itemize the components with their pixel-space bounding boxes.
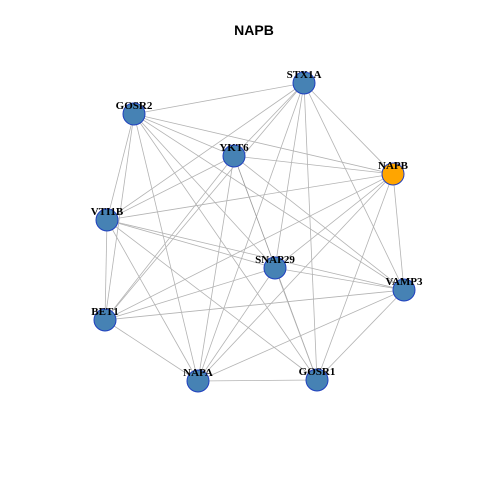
- edge-stx1a-gosr2: [133, 82, 305, 115]
- edge-snap29-napa: [197, 267, 276, 382]
- node-napa: NAPA: [183, 367, 213, 393]
- edge-napb-gosr1: [316, 173, 394, 381]
- node-snap29: SNAP29: [255, 254, 295, 280]
- node-circle-bet1: [93, 308, 117, 332]
- edge-vti1b-bet1: [104, 219, 108, 321]
- edge-gosr2-napb: [133, 113, 394, 175]
- node-label-bet1: BET1: [91, 306, 119, 318]
- edge-gosr2-snap29: [133, 113, 276, 269]
- edge-bet1-napa: [104, 319, 199, 382]
- node-bet1: BET1: [91, 306, 119, 332]
- edge-stx1a-gosr1: [303, 82, 318, 381]
- node-gosr1: GOSR1: [299, 366, 336, 392]
- edge-ykt6-vti1b: [106, 155, 235, 221]
- edge-gosr2-vti1b: [106, 113, 135, 221]
- node-circle-napb: [381, 162, 405, 186]
- node-circle-vamp3: [392, 278, 416, 302]
- edge-vamp3-bet1: [104, 289, 405, 321]
- edge-gosr2-napa: [133, 113, 199, 382]
- edge-snap29-bet1: [104, 267, 276, 321]
- diagram-title: NAPB: [234, 22, 274, 38]
- node-circle-napa: [186, 369, 210, 393]
- node-circle-gosr1: [305, 368, 329, 392]
- edge-vti1b-gosr1: [106, 219, 318, 381]
- edge-gosr2-vamp3: [133, 113, 405, 291]
- edge-stx1a-bet1: [104, 82, 305, 321]
- edge-stx1a-ykt6: [233, 82, 305, 157]
- node-ykt6: YKT6: [219, 142, 249, 168]
- node-circle-snap29: [263, 256, 287, 280]
- node-label-vamp3: VAMP3: [385, 276, 423, 288]
- edge-gosr2-gosr1: [133, 113, 318, 381]
- edge-napa-gosr1: [197, 379, 318, 382]
- node-vamp3: VAMP3: [385, 276, 423, 302]
- edge-stx1a-snap29: [274, 82, 305, 269]
- edge-ykt6-napa: [197, 155, 235, 382]
- edge-napb-snap29: [274, 173, 394, 269]
- edge-napb-bet1: [104, 173, 394, 321]
- node-vti1b: VTI1B: [91, 206, 124, 232]
- node-gosr2: GOSR2: [116, 100, 153, 126]
- node-napb: NAPB: [378, 160, 409, 186]
- edge-vti1b-napa: [106, 219, 199, 382]
- node-label-stx1a: STX1A: [287, 69, 322, 81]
- edge-napb-napa: [197, 173, 394, 382]
- node-circle-vti1b: [95, 208, 119, 232]
- node-label-napb: NAPB: [378, 160, 409, 172]
- edge-gosr2-bet1: [104, 113, 135, 321]
- node-label-ykt6: YKT6: [219, 142, 249, 154]
- node-circle-ykt6: [222, 144, 246, 168]
- edge-gosr2-ykt6: [133, 113, 235, 157]
- edge-stx1a-vti1b: [106, 82, 305, 221]
- edge-snap29-gosr1: [274, 267, 318, 381]
- node-label-gosr2: GOSR2: [116, 100, 153, 112]
- edges-layer: [104, 82, 405, 382]
- node-label-napa: NAPA: [183, 367, 213, 379]
- edge-stx1a-vamp3: [303, 82, 405, 291]
- edge-napb-vamp3: [392, 173, 405, 291]
- edge-ykt6-vamp3: [233, 155, 405, 291]
- edge-vti1b-vamp3: [106, 219, 405, 291]
- edge-stx1a-napb: [303, 82, 394, 175]
- edge-napb-vti1b: [106, 173, 394, 221]
- node-label-vti1b: VTI1B: [91, 206, 124, 218]
- node-label-snap29: SNAP29: [255, 254, 295, 266]
- edge-stx1a-napa: [197, 82, 305, 382]
- node-label-gosr1: GOSR1: [299, 366, 336, 378]
- edge-ykt6-napb: [233, 155, 394, 175]
- node-circle-stx1a: [292, 71, 316, 95]
- edge-vamp3-napa: [197, 289, 405, 382]
- node-circle-gosr2: [122, 102, 146, 126]
- edge-vti1b-snap29: [106, 219, 276, 269]
- edge-snap29-vamp3: [274, 267, 405, 291]
- node-stx1a: STX1A: [287, 69, 322, 95]
- edge-vamp3-gosr1: [316, 289, 405, 381]
